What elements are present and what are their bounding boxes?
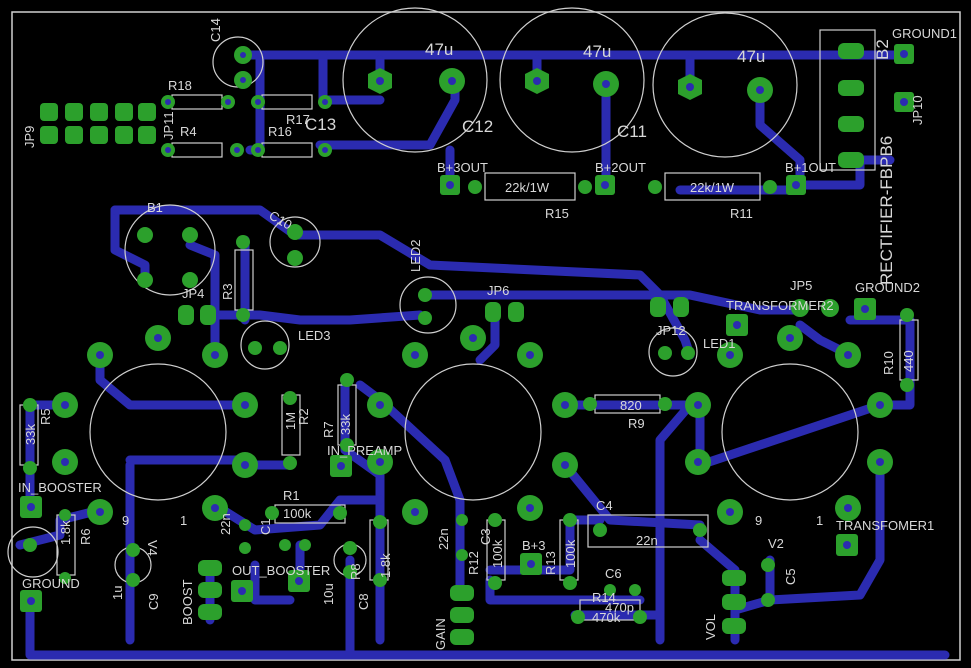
label-r5: R5 xyxy=(38,408,53,425)
label-r14-value: 470k xyxy=(592,610,621,625)
label-r13-value: 100k xyxy=(563,539,578,568)
label-r1-value: 100k xyxy=(283,506,312,521)
label-r8-value: 1.8k xyxy=(378,553,393,578)
label-in-booster: IN_BOOSTER xyxy=(18,480,102,495)
label-pin1-v2: 1 xyxy=(816,513,823,528)
label-b2out: B+2OUT xyxy=(595,160,646,175)
label-c6: C6 xyxy=(605,566,622,581)
label-boost: BOOST xyxy=(180,579,195,625)
label-c4: C4 xyxy=(596,498,613,513)
label-jp9: JP9 xyxy=(22,126,37,148)
label-transformer1: TRANSFOMER1 xyxy=(836,518,934,533)
label-jp5: JP5 xyxy=(790,278,812,293)
label-bplus3: B+3 xyxy=(522,538,546,553)
label-r2-value: 1M xyxy=(283,412,298,430)
label-r10-value: 440 xyxy=(901,350,916,372)
label-r7: R7 xyxy=(321,421,336,438)
label-c1: C1 xyxy=(258,518,273,535)
label-r15: R15 xyxy=(545,206,569,221)
label-led3: LED3 xyxy=(298,328,331,343)
label-c3-value: 22n xyxy=(436,528,451,550)
label-out-booster: OUT_BOOSTER xyxy=(232,563,330,578)
label-in-preamp: IN_PREAMP xyxy=(327,443,402,458)
label-r6-value: 1.8k xyxy=(58,520,73,545)
label-r10: R10 xyxy=(881,351,896,375)
label-c12: C12 xyxy=(462,117,493,136)
label-b2: B2 xyxy=(873,39,892,60)
board-outline xyxy=(11,11,961,661)
label-b1: B1 xyxy=(147,200,163,215)
label-ground2: GROUND2 xyxy=(855,280,920,295)
label-r15-value: 22k/1W xyxy=(505,180,550,195)
solder-pads xyxy=(20,43,914,645)
label-r5-value: 33k xyxy=(23,424,38,445)
label-r11-value: 22k/1W xyxy=(690,180,735,195)
label-r18: R18 xyxy=(168,78,192,93)
label-transformer2: TRANSFORMER2 xyxy=(726,298,834,313)
label-r8: R8 xyxy=(348,563,363,580)
label-jp11: JP11 xyxy=(161,111,176,140)
label-c14: C14 xyxy=(208,18,223,42)
label-c9-value: 1u xyxy=(110,586,125,600)
label-c5: C5 xyxy=(783,568,798,585)
label-r13: R13 xyxy=(543,551,558,575)
label-c6-value: 470p xyxy=(605,600,634,615)
label-led2: LED2 xyxy=(408,239,423,272)
label-r9-value: 820 xyxy=(620,398,642,413)
label-c3: C3 xyxy=(478,528,493,545)
label-cap3: 47u xyxy=(737,47,765,66)
label-r11: R11 xyxy=(730,206,753,221)
label-pin9-v2: 9 xyxy=(755,513,762,528)
label-c1-value: 22n xyxy=(218,513,233,535)
label-c9: C9 xyxy=(146,593,161,610)
label-r7-value: 33k xyxy=(338,414,353,435)
label-c8: C8 xyxy=(356,593,371,610)
label-jp12: JP12 xyxy=(656,323,686,338)
label-led1: LED1 xyxy=(703,336,736,351)
label-c13: C13 xyxy=(305,115,336,134)
label-jp10: JP10 xyxy=(910,95,925,125)
label-r12: R12 xyxy=(466,551,481,575)
label-jp4: JP4 xyxy=(182,286,204,301)
component-labels: C14 R18 JP9 JP11 R4 R17 R16 C13 47u 47u … xyxy=(18,18,957,650)
label-pin1-v4: 1 xyxy=(180,513,187,528)
label-b3out: B+3OUT xyxy=(437,160,488,175)
label-ground1: GROUND1 xyxy=(892,26,957,41)
label-jp6: JP6 xyxy=(487,283,509,298)
label-r14: R14 xyxy=(592,590,616,605)
label-r12-value: 100k xyxy=(490,539,505,568)
label-ground: GROUND xyxy=(22,576,80,591)
label-c11: C11 xyxy=(617,122,647,141)
label-r6: R6 xyxy=(78,528,93,545)
label-r17: R17 xyxy=(286,112,310,127)
label-rectifier: RECTIFIER-FBPB6 xyxy=(877,136,896,285)
label-r2: R2 xyxy=(296,408,311,425)
label-v4: V4 xyxy=(145,540,160,556)
label-r9: R9 xyxy=(628,416,645,431)
label-c8-value: 10u xyxy=(321,583,336,605)
label-cap2: 47u xyxy=(583,42,611,61)
label-r4: R4 xyxy=(180,124,197,139)
label-v2: V2 xyxy=(768,536,784,551)
label-r3: R3 xyxy=(220,283,235,300)
label-vol: VOL xyxy=(703,614,718,640)
label-cap1: 47u xyxy=(425,40,453,59)
label-gain: GAIN xyxy=(433,618,448,650)
label-r16: R16 xyxy=(268,124,292,139)
label-pin9-v4: 9 xyxy=(122,513,129,528)
label-c4-value: 22n xyxy=(636,533,658,548)
label-r1: R1 xyxy=(283,488,300,503)
label-b1out: B+1OUT xyxy=(785,160,836,175)
